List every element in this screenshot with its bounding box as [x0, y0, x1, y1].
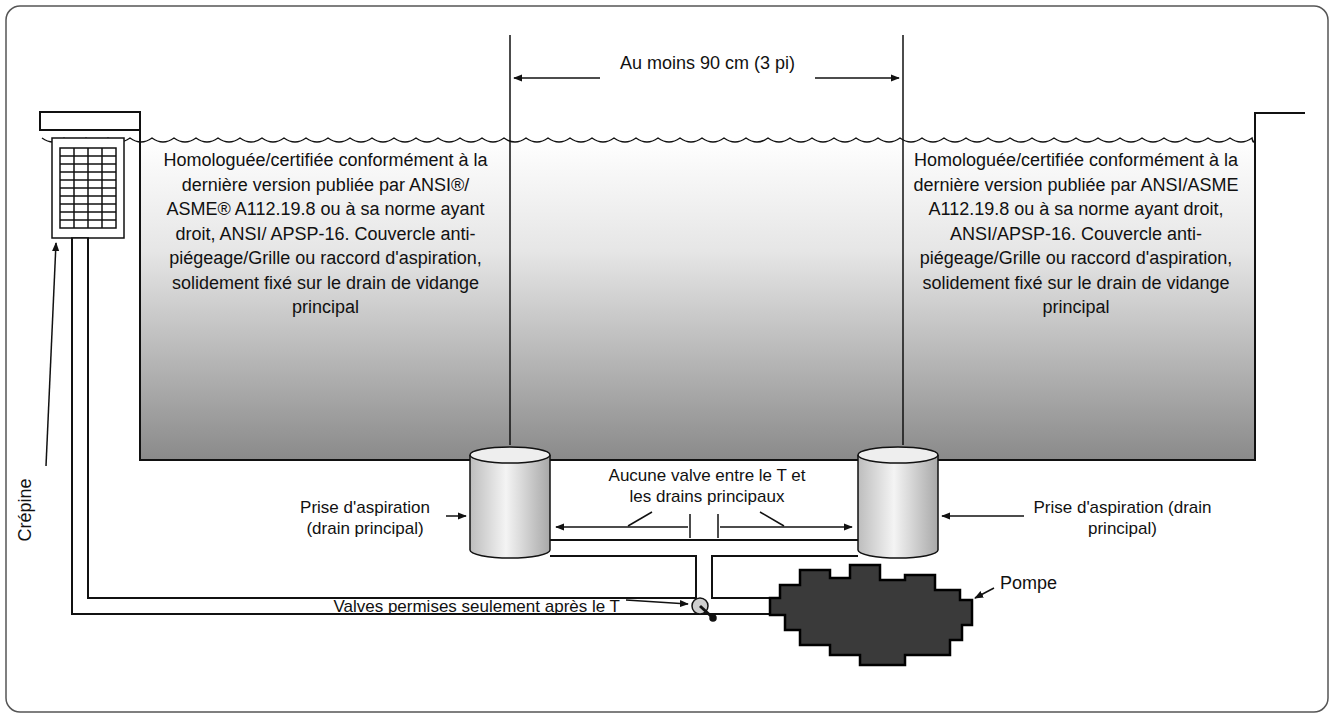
leader-lines-part: [717, 514, 719, 538]
leader-lines-part: [720, 526, 852, 528]
leader-lines-part: [46, 243, 56, 466]
pool-water: [140, 138, 1255, 460]
dimension-label: Au moins 90 cm (3 pi): [560, 52, 855, 74]
dimension-lines-part: [514, 77, 600, 79]
skimmer-part-part: [101, 148, 103, 228]
water-surface: [42, 138, 1255, 142]
valve-symbol-part: [700, 606, 712, 617]
dimension-lines-part: [902, 35, 904, 445]
leader-lines-part: [556, 526, 688, 528]
pump-label: Pompe: [1000, 572, 1080, 594]
pipes-part: [695, 548, 713, 606]
leader-lines-part: [628, 512, 652, 526]
valve-label: Valves permises seulement après le T: [160, 596, 620, 617]
leader-lines-part: [975, 588, 994, 598]
pump-symbol-part: [770, 565, 972, 665]
dimension-lines-part: [509, 35, 511, 445]
skimmer-part-part: [73, 148, 75, 228]
pipes: [71, 238, 858, 606]
pool-outline-part: [40, 112, 140, 130]
pump-symbol: [770, 565, 972, 665]
pipes-part: [71, 237, 89, 239]
dimension-lines-part: [815, 77, 899, 79]
main-drain: [470, 447, 938, 558]
dimension-lines: [510, 35, 903, 445]
valve-symbol: [692, 598, 716, 621]
valve-note: Aucune valve entre le T et les drains pr…: [596, 465, 818, 507]
pool-outline: [40, 112, 1305, 460]
drain-label: Prise d'aspiration (drain principal): [290, 497, 440, 539]
pool-outline-part: [140, 113, 1305, 460]
skimmer-part-part: [87, 148, 89, 228]
leader-lines-part: [446, 515, 466, 517]
skimmer-part: [60, 148, 116, 228]
valve-symbol-part: [710, 615, 716, 621]
leader-lines-part: [942, 515, 1024, 517]
main-drain-part: [470, 447, 550, 463]
main-drain-part: [858, 455, 938, 558]
skimmer-part: [60, 148, 116, 228]
drain-label: Prise d'aspiration (drain principal): [1030, 497, 1215, 539]
frame: [6, 6, 1328, 712]
leader-lines-part: [760, 512, 784, 526]
main-drain-part: [470, 455, 550, 558]
frame-part: [6, 6, 1328, 712]
water-surface-part: [42, 138, 1255, 142]
pool-water-part: [140, 138, 1255, 460]
main-drain-part: [858, 447, 938, 463]
certification-note: Homologuée/certifiée conformément à la d…: [148, 148, 503, 320]
leader-lines-part: [689, 514, 691, 538]
skimmer-part: [52, 138, 124, 238]
leader-lines-part: [626, 600, 688, 604]
leader-lines: [46, 243, 1024, 604]
skimmer: [52, 138, 124, 238]
certification-note: Homologuée/certifiée conformément à la d…: [910, 148, 1242, 320]
strainer-label: Crépine: [14, 478, 36, 541]
